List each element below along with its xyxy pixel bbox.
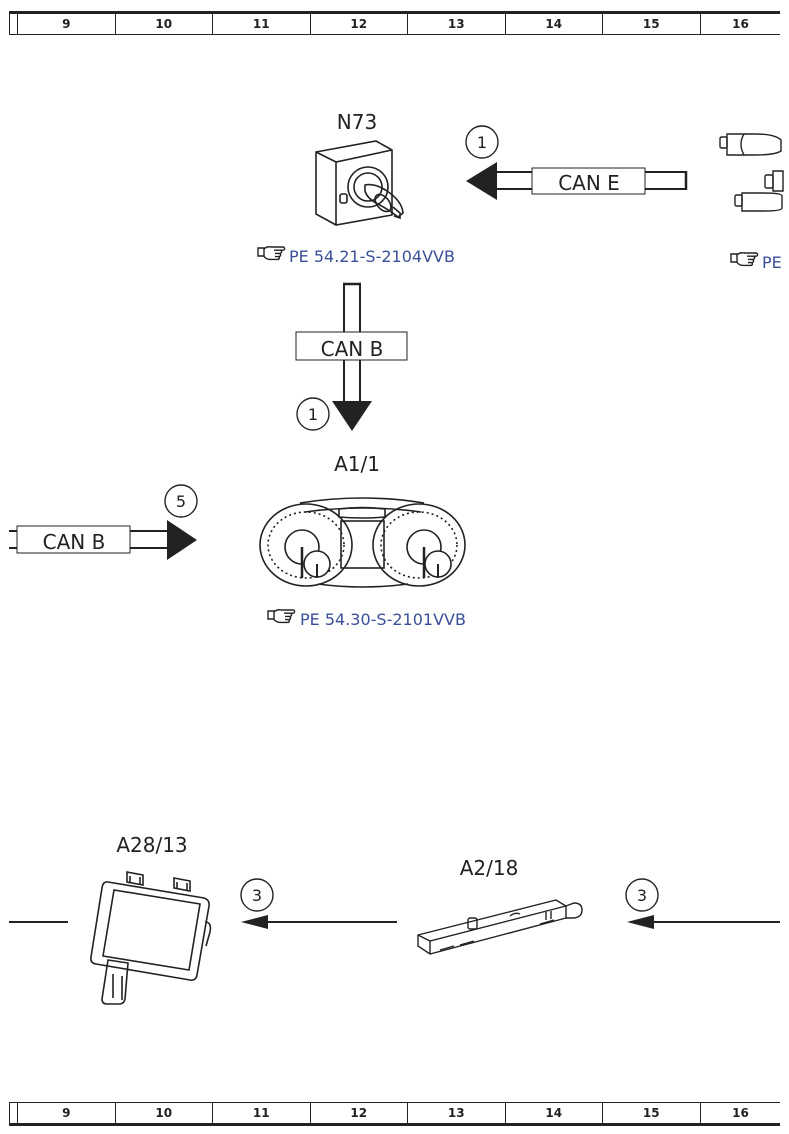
a2-18-label: A2/18	[460, 856, 519, 880]
can-b-left-number: 5	[176, 492, 186, 511]
ruler-col: 12	[309, 14, 408, 34]
ruler-col: 14	[504, 1103, 603, 1123]
n73-ref-link[interactable]: PE 54.21-S-2104VVB	[289, 247, 455, 266]
ruler-col: 10	[114, 1103, 213, 1123]
ignition-switch-icon	[315, 140, 404, 226]
ruler-stub	[9, 14, 17, 34]
can-b-left-arrow	[9, 520, 197, 560]
can-e-number: 1	[477, 133, 487, 152]
ruler-col: 10	[114, 14, 213, 34]
connection-number-circle	[296, 397, 330, 431]
connection-number-circle	[465, 125, 499, 159]
ruler-col: 15	[602, 14, 700, 34]
ruler-col: 13	[407, 1103, 505, 1123]
column-ruler-bottom: 9 10 11 12 13 14 15 16	[9, 1102, 780, 1126]
connection-number-circle	[625, 878, 659, 912]
ruler-stub	[9, 1103, 17, 1123]
pointing-hand-icon	[267, 609, 296, 624]
link-a28-arrow	[241, 915, 397, 929]
can-b-vertical-number: 1	[308, 405, 318, 424]
ruler-col: 13	[407, 14, 505, 34]
steering-column-lever-icon	[719, 133, 784, 212]
can-b-left-label: CAN B	[43, 530, 106, 554]
ruler-col: 9	[17, 1103, 115, 1123]
n73-label: N73	[337, 110, 377, 134]
ruler-col: 9	[17, 14, 115, 34]
link-a28-number: 3	[252, 886, 262, 905]
ruler-col: 12	[309, 1103, 408, 1123]
ruler-col: 11	[212, 14, 310, 34]
ruler-col: 11	[212, 1103, 310, 1123]
partial-ref-link[interactable]: PE	[762, 253, 782, 272]
instrument-cluster-icon	[259, 497, 466, 588]
a1-1-ref-link[interactable]: PE 54.30-S-2101VVB	[300, 610, 466, 629]
can-b-vertical-arrow	[295, 282, 408, 431]
pointing-hand-icon	[730, 252, 759, 267]
link-a2-arrow	[627, 915, 780, 929]
ruler-col: 16	[699, 1103, 781, 1123]
ruler-col: 15	[602, 1103, 700, 1123]
ruler-col: 14	[504, 14, 603, 34]
column-ruler-top: 9 10 11 12 13 14 15 16	[9, 11, 780, 35]
can-e-arrow	[466, 162, 688, 200]
link-a2-number: 3	[637, 886, 647, 905]
pointing-hand-icon	[257, 246, 286, 261]
a1-1-label: A1/1	[334, 452, 380, 476]
antenna-module-icon	[417, 899, 583, 955]
ruler-col: 16	[699, 14, 781, 34]
can-e-label: CAN E	[558, 171, 620, 195]
a28-13-label: A28/13	[116, 833, 187, 857]
connection-number-circle	[240, 878, 274, 912]
control-module-icon	[90, 871, 212, 1005]
can-b-vertical-label: CAN B	[321, 337, 384, 361]
connection-number-circle	[164, 484, 198, 518]
